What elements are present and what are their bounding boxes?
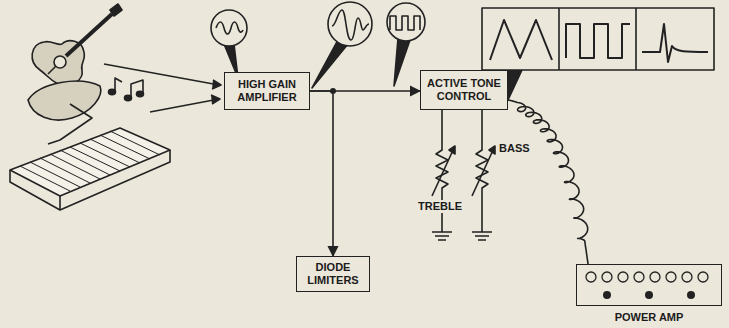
amplifier-box: HIGH GAIN AMPLIFIER xyxy=(224,72,310,110)
coiled-cable xyxy=(508,100,588,264)
signal-line xyxy=(310,91,333,256)
panel-knobs xyxy=(577,265,721,305)
box-label: ACTIVE TONE CONTROL xyxy=(421,77,507,103)
control-label: TREBLE xyxy=(416,200,464,213)
amp-panel xyxy=(576,264,722,306)
unit-label: POWER AMP xyxy=(612,311,687,324)
power-amp-unit: POWER AMP xyxy=(576,264,722,324)
input-arrow xyxy=(150,99,219,112)
guitar-figure xyxy=(32,4,122,86)
arrowhead xyxy=(212,80,221,89)
limiter-box: DIODE LIMITERS xyxy=(296,256,370,292)
arrowhead xyxy=(211,95,220,104)
waveform-callout xyxy=(211,10,247,78)
music-notes xyxy=(109,78,144,101)
input-arrow xyxy=(104,64,219,85)
bass-potentiometer xyxy=(472,110,495,240)
keyboard-figure xyxy=(10,128,170,210)
control-label: BASS xyxy=(497,142,532,155)
box-label: DIODE LIMITERS xyxy=(297,261,369,287)
waveform-callout xyxy=(312,2,372,88)
box-label: HIGH GAIN AMPLIFIER xyxy=(225,78,309,104)
waveform-panel xyxy=(482,8,714,100)
treble-potentiometer xyxy=(432,110,455,240)
tone-control-box: ACTIVE TONE CONTROL xyxy=(420,70,508,110)
horn-figure xyxy=(28,81,101,144)
